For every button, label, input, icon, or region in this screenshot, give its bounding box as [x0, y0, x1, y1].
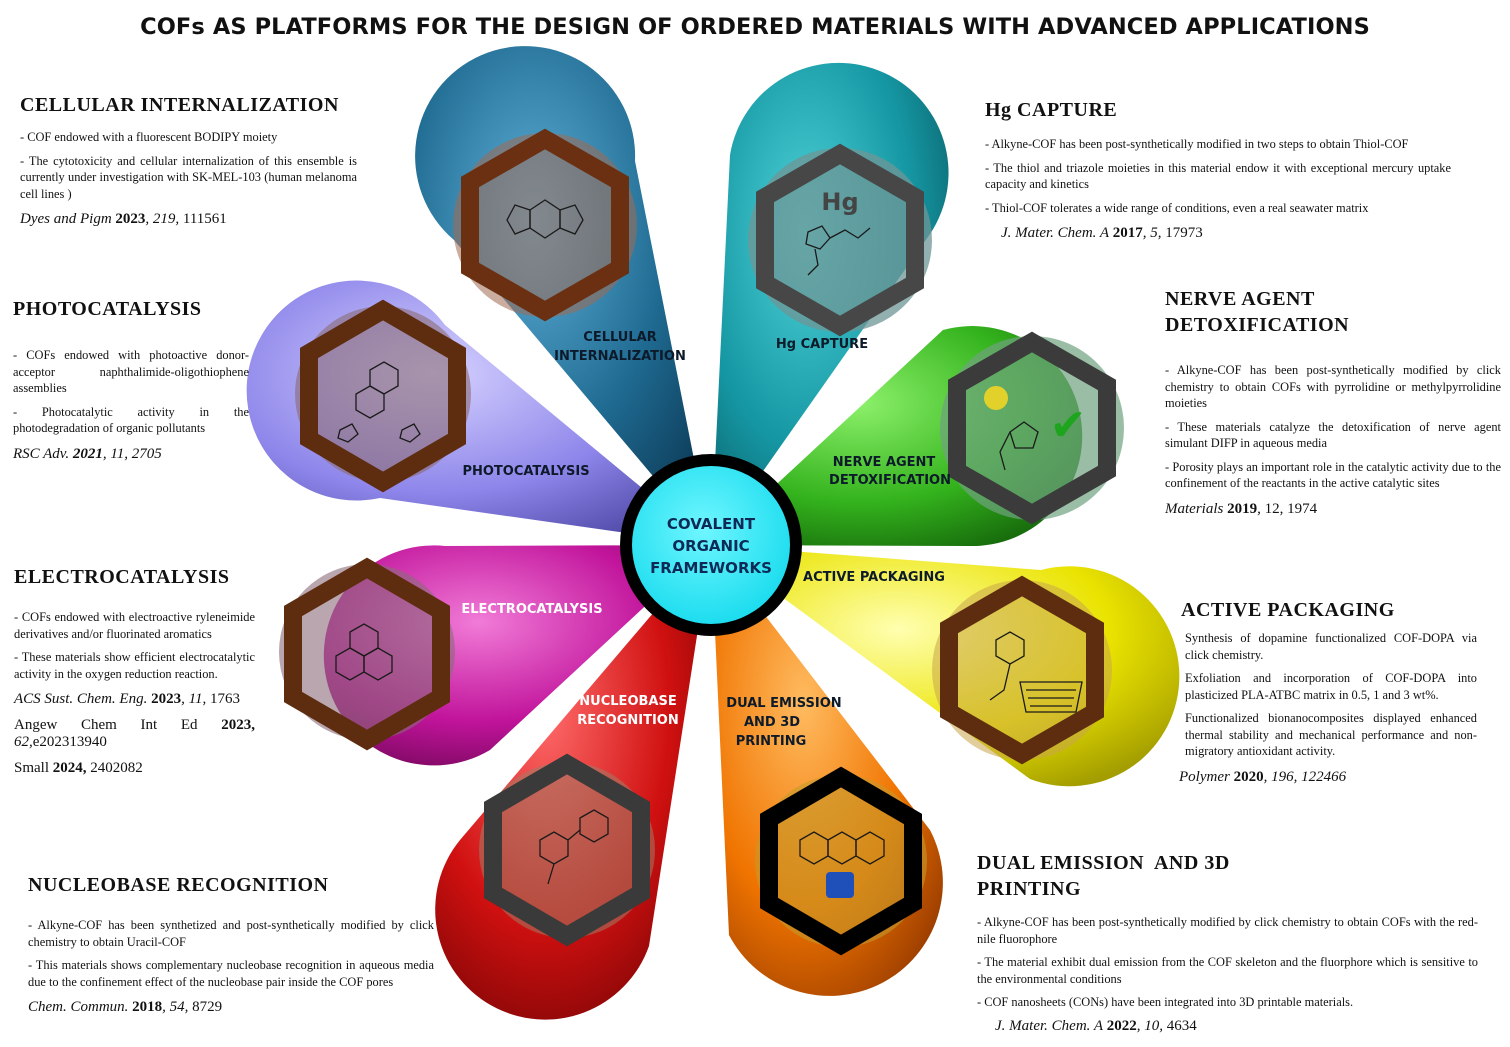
section-hg: Hg CAPTURE - Alkyne-COF has been post-sy…	[985, 99, 1451, 242]
bullet: - Alkyne-COF has been post-synthetically…	[985, 137, 1409, 151]
reference: J. Mater. Chem. A 2017, 5, 17973	[1001, 225, 1203, 241]
bullet: - This materials shows complementary nuc…	[28, 958, 434, 989]
center-text-3: FRAMEWORKS	[650, 559, 772, 577]
petal-label-cellular-2: INTERNALIZATION	[554, 349, 686, 364]
center-cof-circle: COVALENT ORGANIC FRAMEWORKS	[620, 454, 802, 636]
blue-emission-sample-icon	[826, 872, 854, 898]
dopamine-structure-icon	[989, 631, 1025, 701]
reference: Dyes and Pigm 2023, 219, 111561	[20, 211, 227, 227]
section-heading: Hg CAPTURE	[985, 99, 1118, 121]
section-heading: ACTIVE PACKAGING	[1181, 599, 1395, 621]
petal-hg: Hg	[711, 62, 949, 545]
petal-label-nucleobase-1: NUCLEOBASE	[579, 694, 676, 709]
bullet: - COF endowed with a fluorescent BODIPY …	[20, 130, 278, 144]
reference: RSC Adv. 2021, 11, 2705	[13, 445, 162, 462]
bullet: - The material exhibit dual emission fro…	[977, 955, 1478, 986]
page-title: COFs AS PLATFORMS FOR THE DESIGN OF ORDE…	[140, 14, 1370, 40]
reference: Materials 2019, 12, 1974	[1165, 500, 1318, 517]
section-heading: PHOTOCATALYSIS	[13, 298, 202, 320]
petal-label-cellular-1: CELLULAR	[583, 330, 656, 345]
section-heading: CELLULAR INTERNALIZATION	[20, 94, 339, 116]
petal-nerve: ✔	[711, 326, 1124, 547]
bullet: - The cytotoxicity and cellular internal…	[20, 153, 357, 201]
bullet: - The thiol and triazole moieties in thi…	[985, 160, 1451, 192]
section-photo: PHOTOCATALYSIS - COFs endowed with photo…	[13, 298, 249, 463]
bullet: - COF nanosheets (CONs) have been integr…	[977, 995, 1354, 1009]
bullet: Functionalized bionanocomposites display…	[1185, 711, 1477, 758]
petal-label-nerve-2: DETOXIFICATION	[829, 473, 951, 488]
petal-cellular	[415, 46, 711, 545]
reference: Chem. Commun. 2018, 54, 8729	[28, 999, 223, 1015]
center-text-1: COVALENT	[667, 515, 756, 533]
perylene-diimide-structure-icon	[335, 623, 393, 681]
center-text-2: ORGANIC	[672, 537, 749, 555]
naphthalimide-oligothiophene-structure-icon	[337, 361, 421, 443]
section-electro: ELECTROCATALYSIS - COFs endowed with ele…	[14, 566, 255, 777]
petal-electro	[279, 545, 711, 766]
bodipy-structure-icon	[506, 199, 584, 239]
petal-label-nerve-1: NERVE AGENT	[833, 455, 936, 470]
reference: J. Mater. Chem. A 2022, 10, 4634	[995, 1017, 1197, 1034]
petal-label-dual-1: DUAL EMISSION	[726, 696, 841, 711]
section-heading: ELECTROCATALYSIS	[14, 566, 230, 588]
petal-label-electro: ELECTROCATALYSIS	[461, 602, 602, 617]
reference: Small 2024, 2402082	[14, 760, 143, 776]
section-cellular: CELLULAR INTERNALIZATION - COF endowed w…	[20, 94, 357, 228]
petal-label-hg: Hg CAPTURE	[776, 337, 868, 352]
bullet: Synthesis of dopamine functionalized COF…	[1185, 631, 1477, 662]
nile-red-structure-icon	[799, 831, 885, 865]
section-nucleobase: NUCLEOBASE RECOGNITION - Alkyne-COF has …	[28, 874, 434, 1016]
petal-nucleobase	[435, 545, 711, 1020]
reference: Polymer 2020, 196, 122466	[1179, 768, 1347, 785]
hazard-icon	[984, 386, 1008, 410]
petal-dual	[711, 545, 943, 996]
bullet: - Photocatalytic activity in the photode…	[13, 404, 249, 436]
checkmark-icon: ✔	[1050, 400, 1087, 451]
petal-label-dual-3: PRINTING	[736, 734, 807, 749]
hg-icon-text: Hg	[821, 188, 858, 216]
petal-label-packaging: ACTIVE PACKAGING	[803, 570, 945, 585]
bullet: - These materials show efficient electro…	[14, 650, 255, 681]
petal-label-photo: PHOTOCATALYSIS	[462, 464, 589, 479]
uracil-adenine-pair-structure-icon	[539, 809, 609, 885]
section-heading: NUCLEOBASE RECOGNITION	[28, 874, 329, 896]
petal-photo	[246, 280, 712, 545]
reference: ACS Sust. Chem. Eng. 2023, 11, 1763	[14, 691, 240, 707]
bullet: - Porosity plays an important role in th…	[1165, 459, 1501, 491]
bullet: - Alkyne-COF has been post-synthetically…	[1165, 363, 1501, 410]
bullet: - COFs endowed with photoactive donor-ac…	[13, 348, 249, 395]
petal-packaging	[711, 545, 1180, 787]
bullet: - Alkyne-COF has been synthetized and po…	[28, 918, 434, 949]
bullet: - Thiol-COF tolerates a wide range of co…	[985, 200, 1369, 215]
bullet: Exfoliation and incorporation of COF-DOP…	[1185, 671, 1477, 702]
packaging-tray-icon	[1019, 681, 1083, 713]
triazole-thiol-structure-icon	[805, 225, 871, 276]
bullet: - COFs endowed with electroactive rylene…	[14, 610, 255, 641]
section-packaging: ACTIVE PACKAGING Synthesis of dopamine f…	[1167, 599, 1477, 786]
petal-label-nucleobase-2: RECOGNITION	[577, 713, 679, 728]
petal-label-dual-2: AND 3D	[744, 715, 800, 730]
bullet: - Alkyne-COF has been post-synthetically…	[977, 915, 1478, 946]
reference: Angew Chem Int Ed 2023, 62,e202313940	[14, 717, 256, 750]
pyrrolidine-structure-icon	[999, 421, 1039, 471]
bullet: - These materials catalyze the detoxific…	[1165, 419, 1501, 451]
